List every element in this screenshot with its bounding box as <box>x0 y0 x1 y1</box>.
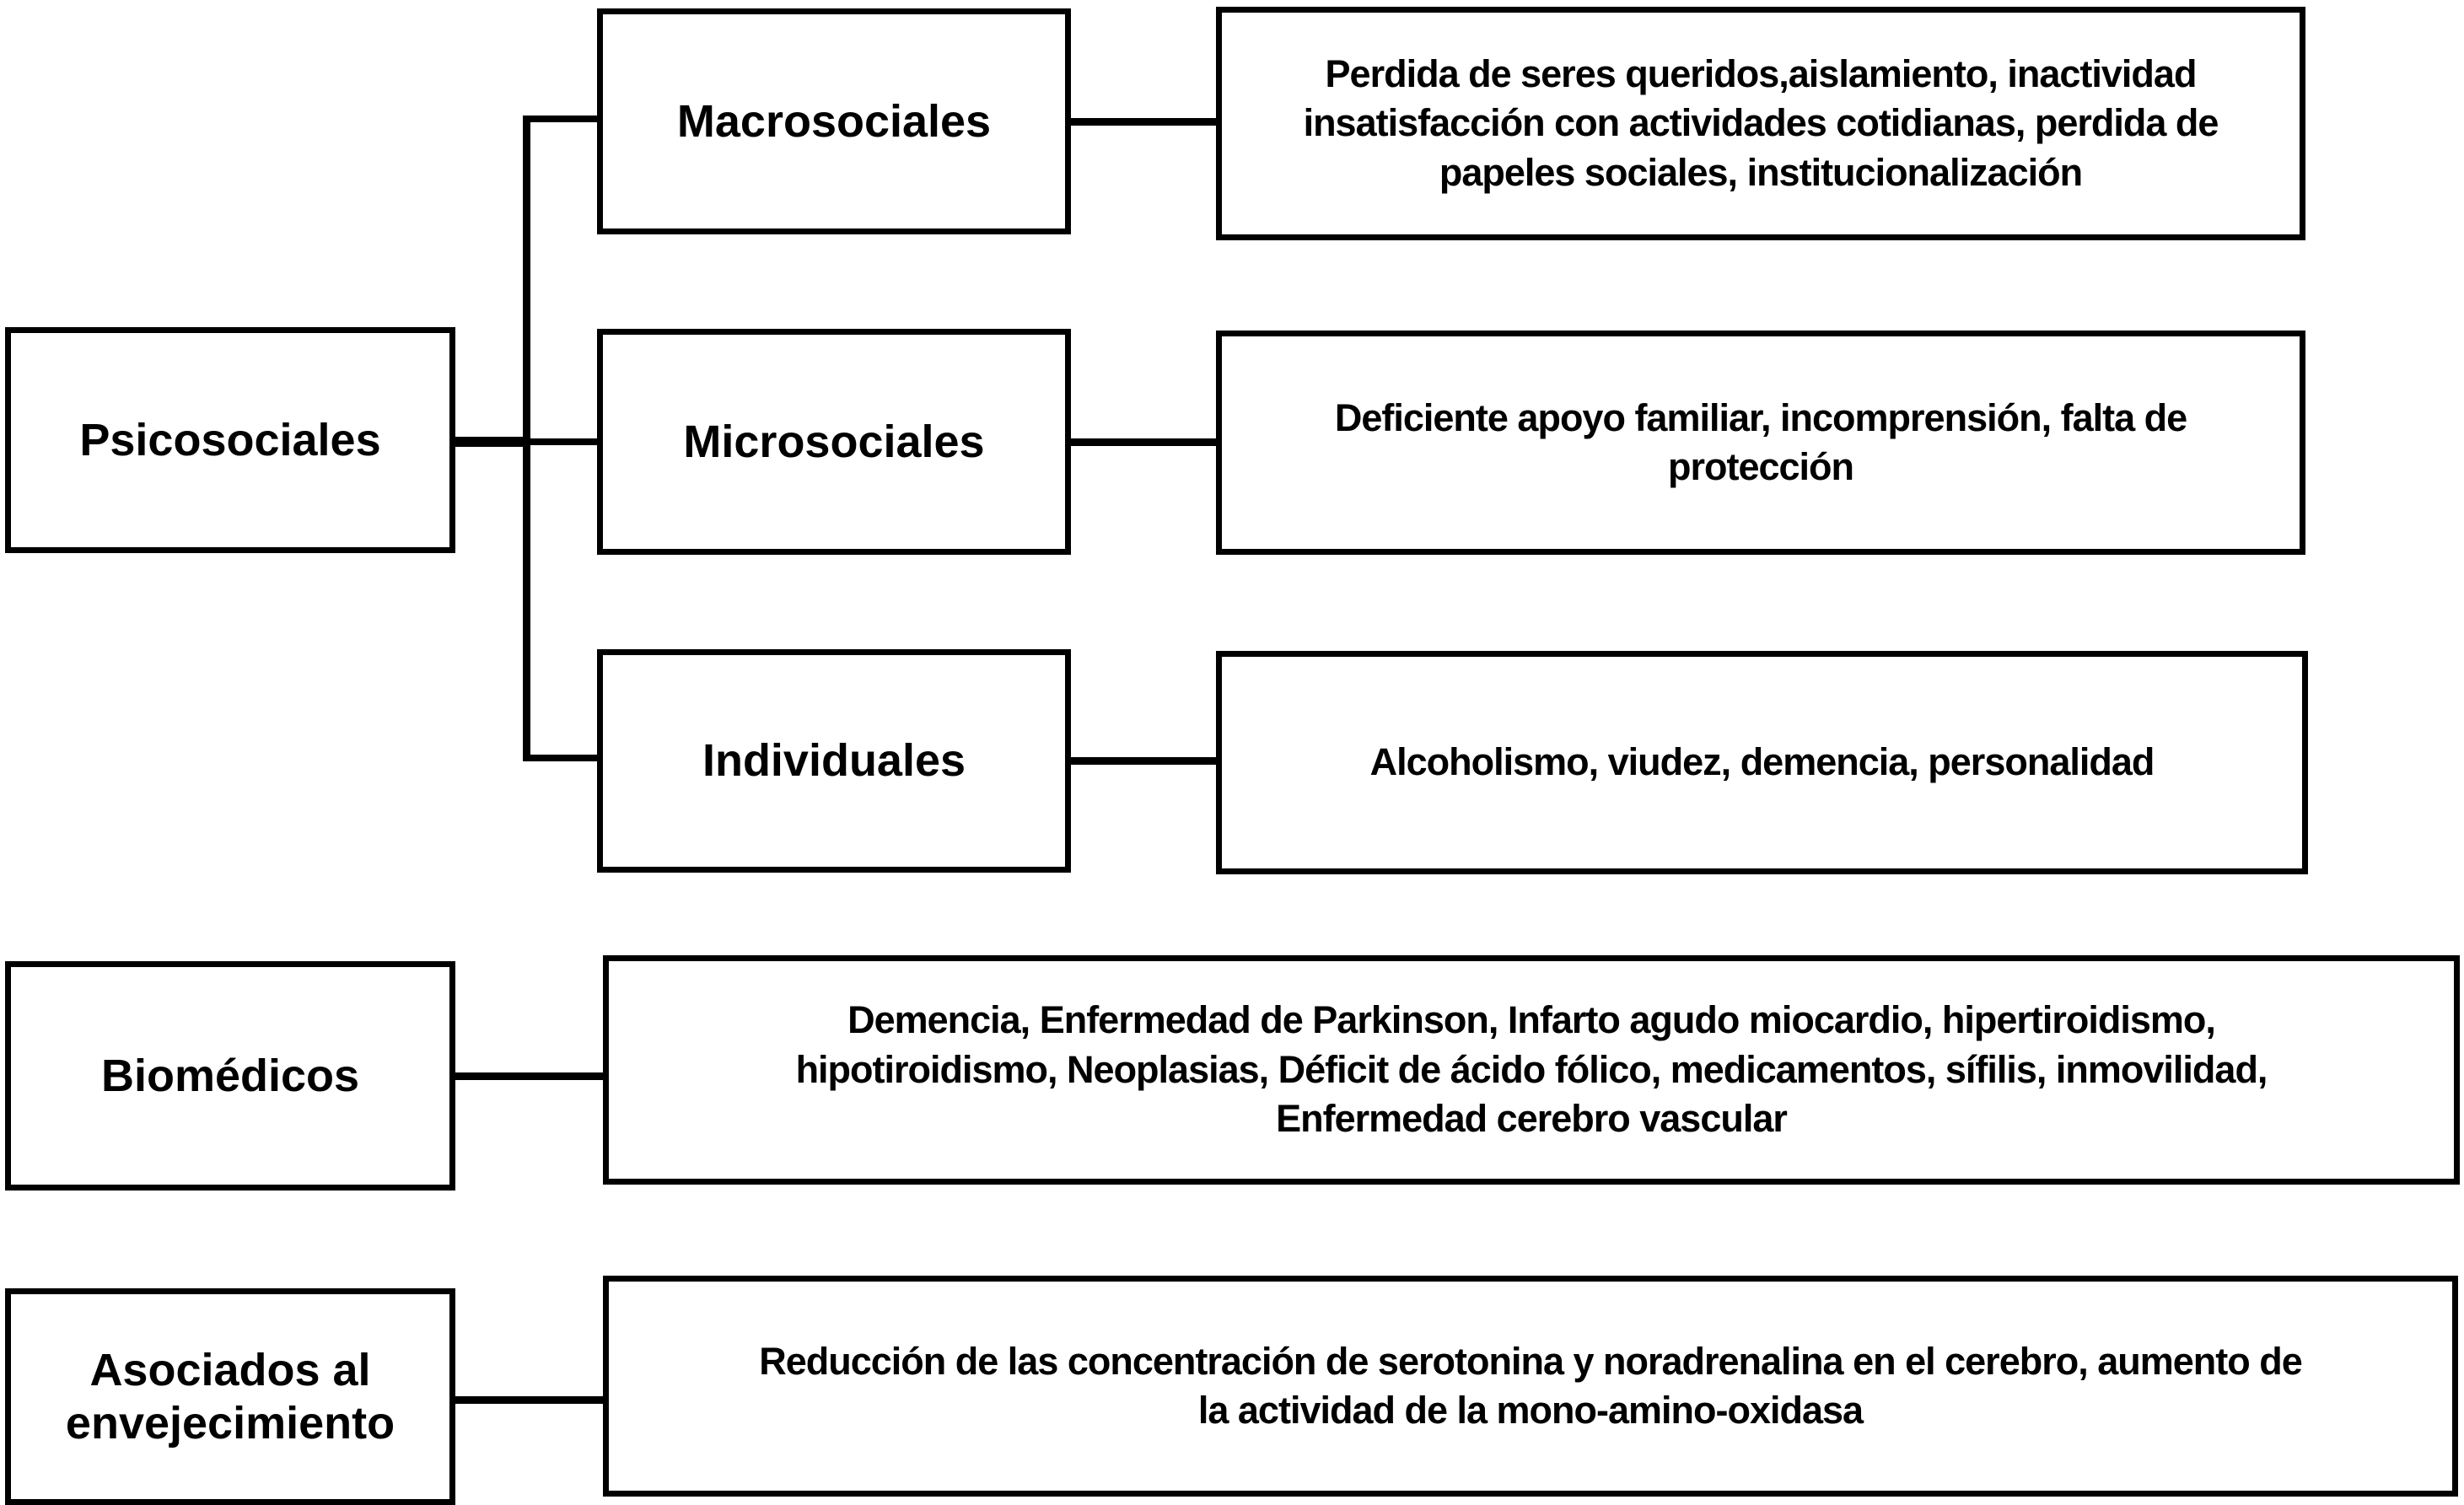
asociados-description-box: Reducción de las concentración de seroto… <box>603 1276 2458 1497</box>
individuales-box: Individuales <box>597 649 1071 873</box>
macrosociales-description-text: Perdida de seres queridos,aislamiento, i… <box>1303 51 2219 194</box>
asociados-description-text: Reducción de las concentración de seroto… <box>759 1339 2303 1432</box>
connector-macrosociales-to-description <box>1068 118 1219 126</box>
connector-microsociales-to-description <box>1068 438 1219 446</box>
connector-branch-macrosociales <box>528 116 599 122</box>
macrosociales-description-box: Perdida de seres queridos,aislamiento, i… <box>1216 7 2305 240</box>
biomedicos-box: Biomédicos <box>5 961 455 1191</box>
connector-asociados-to-description <box>452 1396 606 1404</box>
individuales-description-box: Alcoholismo, viudez, demencia, personali… <box>1216 651 2308 874</box>
microsociales-description-text: Deficiente apoyo familiar, incomprensión… <box>1334 395 2187 489</box>
connector-individuales-to-description <box>1068 757 1219 765</box>
biomedicos-description-text: Demencia, Enfermedad de Parkinson, Infar… <box>795 998 2268 1141</box>
macrosociales-label: Macrosociales <box>676 95 992 147</box>
biomedicos-label: Biomédicos <box>100 1050 360 1101</box>
individuales-label: Individuales <box>702 735 966 787</box>
individuales-description-text: Alcoholismo, viudez, demencia, personali… <box>1369 740 2155 784</box>
macrosociales-box: Macrosociales <box>597 8 1071 234</box>
psicosociales-label: Psicosociales <box>79 414 381 465</box>
microsociales-box: Microsociales <box>597 329 1071 555</box>
asociados-box: Asociados al envejecimiento <box>5 1288 455 1505</box>
connector-biomedicos-to-description <box>452 1072 606 1080</box>
connector-psicosociales-to-spine <box>452 437 530 447</box>
asociados-label: Asociados al envejecimiento <box>65 1345 395 1449</box>
microsociales-label: Microsociales <box>683 416 985 467</box>
psicosociales-box: Psicosociales <box>5 327 455 553</box>
biomedicos-description-box: Demencia, Enfermedad de Parkinson, Infar… <box>603 955 2460 1185</box>
connector-branch-microsociales <box>528 438 599 445</box>
connector-branch-individuales <box>528 755 599 761</box>
microsociales-description-box: Deficiente apoyo familiar, incomprensión… <box>1216 331 2305 555</box>
